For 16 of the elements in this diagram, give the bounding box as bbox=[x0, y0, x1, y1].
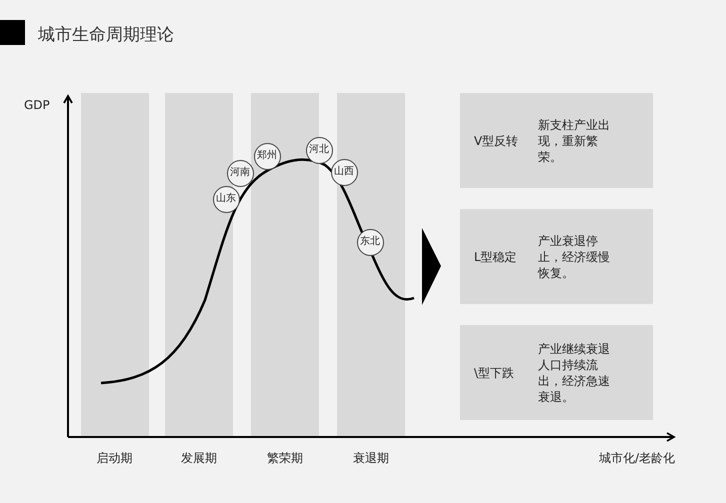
outcome-box bbox=[460, 93, 653, 188]
phase-label: 衰退期 bbox=[352, 450, 390, 466]
axis-label: GDP bbox=[24, 97, 51, 113]
axis-label: 城市化/老龄化 bbox=[598, 450, 675, 466]
phase-label: 发展期 bbox=[180, 450, 218, 466]
title: 城市生命周期理论 bbox=[38, 24, 174, 46]
outcome-description: 新支柱产业出现，重新繁荣。 bbox=[538, 116, 611, 164]
outcome-box bbox=[460, 325, 653, 420]
outcome-description: 产业衰退停止，经济缓慢恢复。 bbox=[538, 232, 611, 280]
phase-label: 繁荣期 bbox=[266, 450, 304, 466]
phase-label: 启动期 bbox=[96, 450, 134, 466]
outcome-heading: V型反转 bbox=[473, 132, 520, 148]
outcome-description: 产业继续衰退人口持续流出，经济急速衰退。 bbox=[538, 340, 611, 404]
outcome-heading: L型稳定 bbox=[473, 248, 518, 264]
outcome-heading: \型下跌 bbox=[473, 364, 516, 380]
outcome-box bbox=[460, 209, 653, 304]
